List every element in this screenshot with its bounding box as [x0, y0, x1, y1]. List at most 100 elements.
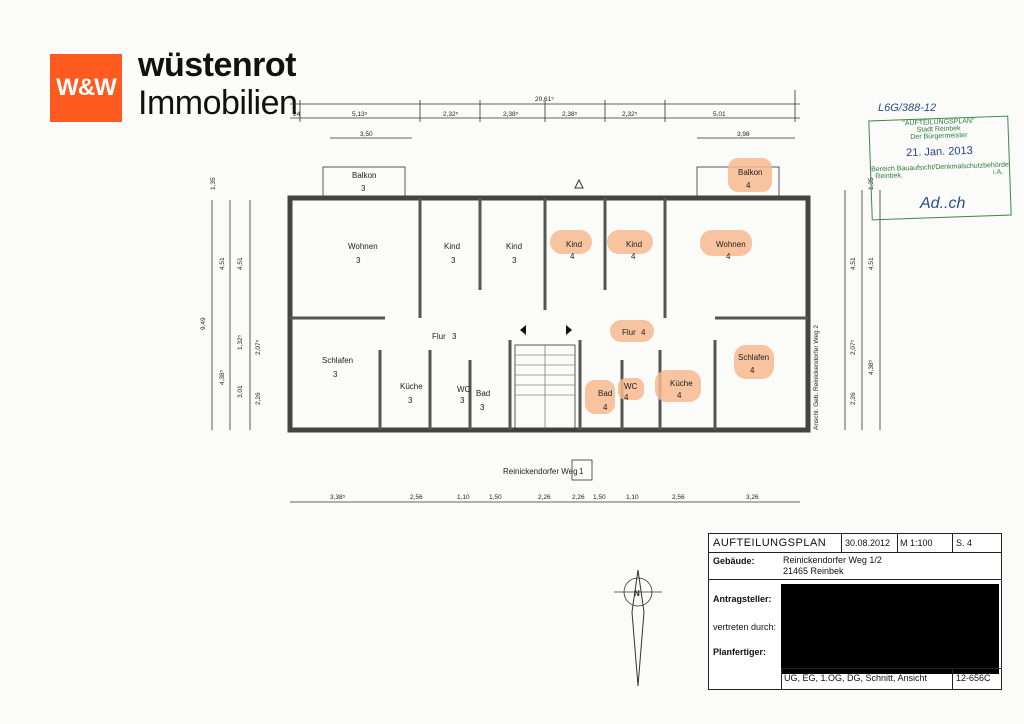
- dim-right-d: 4,38⁵: [868, 359, 875, 375]
- highlight-kind-2: [607, 230, 653, 254]
- dim-top-left-sub: 3,50: [360, 131, 373, 138]
- title-page: S. 4: [956, 538, 973, 548]
- dim-bot-4: 1,50: [489, 494, 502, 501]
- dim-top-right-sub: 3,98: [737, 131, 750, 138]
- north-label: N: [634, 589, 640, 598]
- dim-side-f: 2,07⁵: [255, 339, 262, 355]
- room-kind-4b: Kind: [626, 240, 642, 249]
- room-balkon-3-num: 3: [361, 184, 366, 193]
- room-wohnen-3-num: 3: [356, 256, 361, 265]
- room-flur-4: Flur: [622, 328, 636, 337]
- room-bad-3: Bad: [476, 389, 490, 398]
- room-wc-3-num: 3: [460, 396, 465, 405]
- redacted-area: [781, 584, 999, 674]
- dim-top-3: 2,38⁵: [503, 111, 519, 118]
- room-wohnen-3: Wohnen: [348, 242, 378, 251]
- room-wc-3: WC: [457, 385, 471, 394]
- highlight-kind-1: [550, 230, 592, 254]
- room-balkon-3: Balkon: [352, 171, 376, 180]
- room-schlafen-4-num: 4: [750, 366, 755, 375]
- room-kind-3a-num: 3: [451, 256, 456, 265]
- room-kind-3a: Kind: [444, 242, 460, 251]
- dim-right-a: 4,51: [850, 257, 857, 270]
- stamp-date: 21. Jan. 2013: [905, 144, 973, 160]
- highlight-wohnen: [700, 230, 752, 256]
- title-planfertiger-label: Planfertiger:: [713, 647, 767, 657]
- dim-bot-5: 2,26: [538, 494, 551, 501]
- entrance-label: Reinickendorfer Weg: [503, 467, 578, 476]
- dim-bot-1: 3,38⁵: [330, 494, 346, 501]
- room-kind-4a-num: 4: [570, 252, 575, 261]
- dim-right-g: 1,35: [868, 177, 875, 190]
- room-wc-4: WC: [624, 382, 638, 391]
- dim-right-a2: 4,51: [868, 257, 875, 270]
- room-kind-3b-num: 3: [512, 256, 517, 265]
- dim-side-total: 9,49: [200, 317, 207, 330]
- room-flur-3-num: 3: [452, 332, 457, 341]
- dim-right-f: 2,07⁵: [850, 339, 857, 355]
- room-schlafen-3-num: 3: [333, 370, 338, 379]
- dim-side-a2: 4,51: [237, 257, 244, 270]
- room-kind-3b: Kind: [506, 242, 522, 251]
- dim-top-w24: 24: [293, 111, 301, 118]
- dim-bot-8: 1,10: [626, 494, 639, 501]
- dim-top-4: 2,38⁵: [562, 111, 578, 118]
- stamp-signature: Ad..ch: [920, 195, 966, 212]
- room-schlafen-4: Schlafen: [738, 353, 769, 362]
- highlight-bad: [585, 380, 615, 414]
- title-block: AUFTEILUNGSPLAN 30.08.2012 M 1:100 S. 4 …: [708, 533, 1002, 690]
- dim-bot-6: 2,26: [572, 494, 585, 501]
- highlight-wc: [618, 378, 644, 400]
- highlight-schlafen: [734, 345, 774, 379]
- title-plan-name: AUFTEILUNGSPLAN: [713, 537, 827, 549]
- highlight-flur: [610, 320, 654, 342]
- title-antragsteller-label: Antragsteller:: [713, 594, 772, 604]
- room-kueche-4-num: 4: [677, 391, 682, 400]
- dim-right-h: 2,26: [850, 392, 857, 405]
- dim-top-5: 2,32⁵: [622, 111, 638, 118]
- title-gebaeude-label: Gebäude:: [713, 556, 755, 566]
- brand-subtitle: Immobilien: [138, 84, 298, 122]
- highlight-kueche: [655, 370, 701, 402]
- dim-overall: 20,61⁵: [535, 96, 554, 103]
- dim-top-6: 5,01: [713, 111, 726, 118]
- dim-top-2: 2,32⁵: [443, 111, 459, 118]
- entrance-number: 1: [579, 467, 584, 476]
- room-kind-4a: Kind: [566, 240, 582, 249]
- room-wc-4-num: 4: [624, 393, 629, 402]
- adjacent-building-label: Anschl. Geb. Reinickendorfer Weg 2: [813, 325, 820, 430]
- room-flur-3: Flur: [432, 332, 446, 341]
- title-code: 12-656C: [956, 673, 991, 683]
- room-schlafen-3: Schlafen: [322, 356, 353, 365]
- dim-top-1: 5,13⁵: [352, 111, 368, 118]
- dim-side-g: 1,35: [210, 177, 217, 190]
- dim-bot-3: 1,10: [457, 494, 470, 501]
- room-bad-3-num: 3: [480, 403, 485, 412]
- room-balkon-4: Balkon: [738, 168, 762, 177]
- dim-side-b: 3,01: [237, 385, 244, 398]
- title-scale: M 1:100: [900, 538, 933, 548]
- room-wohnen-4-num: 4: [726, 252, 731, 261]
- dim-bot-2: 2,56: [410, 494, 423, 501]
- title-date: 30.08.2012: [845, 538, 891, 548]
- title-gebaeude-line2: 21465 Reinbek: [783, 566, 844, 576]
- dim-bot-10: 3,26: [746, 494, 759, 501]
- title-floors: UG, EG, 1.OG, DG, Schnitt, Ansicht: [784, 673, 928, 683]
- highlight-balkon: [728, 158, 772, 192]
- title-vertreten-label: vertreten durch:: [713, 622, 777, 632]
- title-gebaeude-line1: Reinickendorfer Weg 1/2: [783, 555, 882, 565]
- dim-side-a: 4,51: [219, 257, 226, 270]
- brand-logo: W&W: [50, 54, 122, 122]
- dim-bot-7: 1,50: [593, 494, 606, 501]
- room-wohnen-4: Wohnen: [716, 240, 746, 249]
- room-kueche-3-num: 3: [408, 396, 413, 405]
- dim-bot-9: 2,56: [672, 494, 685, 501]
- room-kueche-3: Küche: [400, 382, 423, 391]
- room-balkon-4-num: 4: [746, 181, 751, 190]
- stamp-handwritten-ref: L6G/388-12: [878, 102, 937, 114]
- dim-side-e: 1,32⁵: [237, 334, 244, 350]
- room-flur-4-num: 4: [641, 328, 646, 337]
- room-bad-4-num: 4: [603, 403, 608, 412]
- room-bad-4: Bad: [598, 389, 612, 398]
